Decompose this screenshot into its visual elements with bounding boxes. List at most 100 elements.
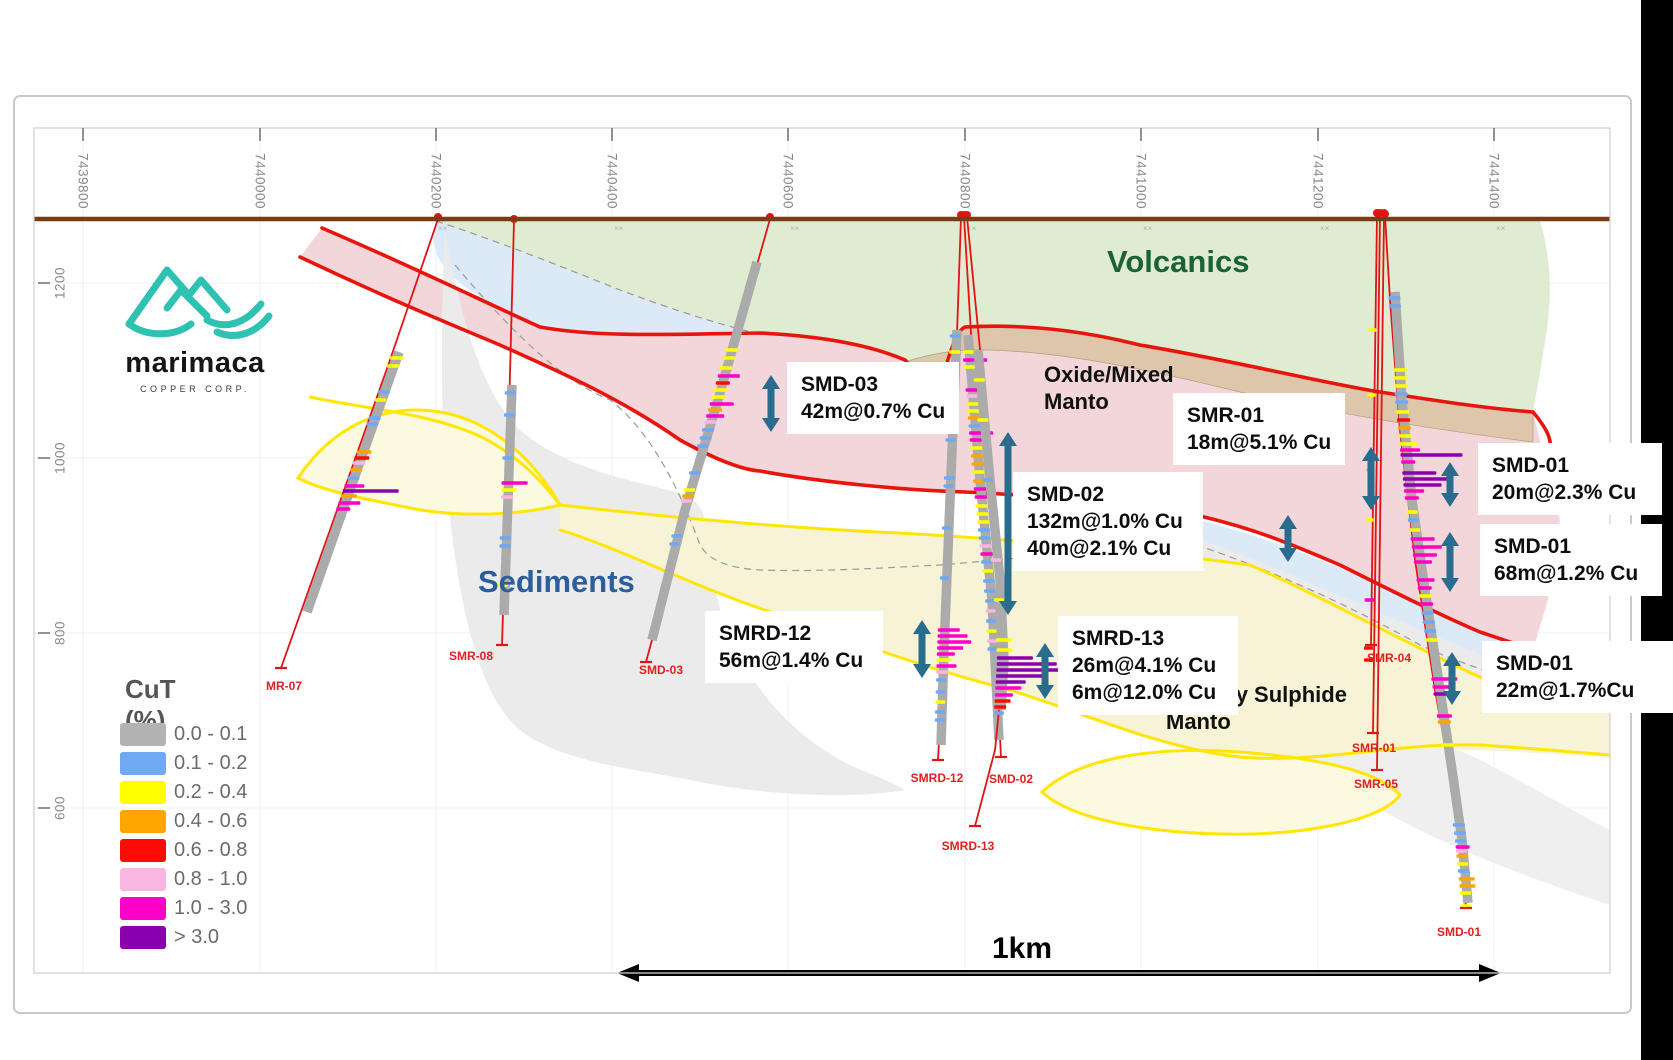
intercept-bar xyxy=(935,700,946,704)
drillhole-label-smr-04: SMR-04 xyxy=(1366,651,1412,665)
drillhole-label-smd-03: SMD-03 xyxy=(638,663,684,677)
drill-stick xyxy=(963,334,1004,741)
region-label-volcanics: Volcanics xyxy=(1107,243,1249,281)
intercept-bar xyxy=(1455,845,1470,849)
legend-swatch xyxy=(120,752,166,775)
intercept-bar xyxy=(995,680,1026,684)
y-tick-label: 800 xyxy=(52,620,68,646)
y-tick-label: 600 xyxy=(52,795,68,821)
intercept-bar xyxy=(682,494,695,498)
intercept-bar xyxy=(499,536,511,540)
x-tick-label: 7440600 xyxy=(780,152,796,210)
intercept-bar xyxy=(1397,418,1410,422)
drillhole-smrd-13 xyxy=(963,211,1067,828)
region-label-line: Oxide/Mixed xyxy=(1044,362,1174,387)
annotation-line: 40m@2.1% Cu xyxy=(1027,537,1172,560)
intercept-arrow-icon xyxy=(1443,652,1461,705)
intercept-bar xyxy=(982,569,994,573)
intercept-bar xyxy=(717,374,740,378)
intercept-bar xyxy=(984,589,996,593)
intercept-bar xyxy=(996,638,1012,642)
drillhole-label-smr-01: SMR-01 xyxy=(1351,741,1397,755)
region-label-line: Sediments xyxy=(478,564,635,599)
intercept-bar xyxy=(1457,869,1469,873)
mountain-wave-logo-icon xyxy=(125,266,273,339)
intercept-bar xyxy=(387,364,400,368)
intercept-bar xyxy=(994,598,1004,602)
intercept-bar xyxy=(336,507,351,511)
drillhole-label-smd-02: SMD-02 xyxy=(988,772,1034,786)
intercept-bar xyxy=(1413,560,1432,564)
intercept-bar xyxy=(986,619,997,623)
intercept-bar xyxy=(977,418,989,422)
red-boundary-lower xyxy=(298,255,1535,652)
x-tick-label: 7440200 xyxy=(428,152,444,210)
legend-range-label: 0.4 - 0.6 xyxy=(174,810,248,832)
intercept-bar xyxy=(704,420,717,424)
legend-swatch xyxy=(120,897,166,920)
surface-hatch: ×× xyxy=(614,224,624,233)
intercept-bar xyxy=(943,476,955,480)
intercept-bar xyxy=(1394,392,1408,396)
annotation-line: 56m@1.4% Cu xyxy=(719,649,864,672)
intercept-bar xyxy=(963,365,977,369)
intercept-bar xyxy=(1416,578,1435,582)
annotation-line: SMD-01 xyxy=(1496,652,1574,675)
region-label-line: Volcanics xyxy=(1107,244,1250,279)
x-tick-label: 7440000 xyxy=(252,152,268,210)
intercept-bar xyxy=(504,391,516,395)
intercept-bar xyxy=(973,378,985,382)
plot-clip-group: ×××××××××××××× xyxy=(34,128,1610,973)
intercept-bar xyxy=(501,481,528,485)
intercept-bar xyxy=(1397,426,1411,430)
annotation-line: SMRD-13 xyxy=(1072,627,1165,650)
intercept-arrow-icon xyxy=(1036,643,1054,699)
intercept-bar xyxy=(936,670,949,674)
intercept-bar xyxy=(713,388,727,392)
intercept-bar xyxy=(1367,393,1376,397)
intercept-bar xyxy=(936,658,951,662)
intercept-bar xyxy=(503,413,515,417)
drillhole-label-smr-08: SMR-08 xyxy=(448,649,494,663)
intercept-arrow-icon xyxy=(913,620,931,678)
annotation-line: 6m@12.0% Cu xyxy=(1072,681,1217,704)
intercept-bar xyxy=(983,579,995,583)
intercept-bar xyxy=(1396,410,1410,414)
intercept-bar xyxy=(1409,528,1421,532)
intercept-bar xyxy=(1399,442,1418,446)
intercept-arrow-icon xyxy=(1279,515,1297,562)
intercept-bar xyxy=(975,504,989,508)
surface-hatch: ×× xyxy=(1143,224,1153,233)
annotation-line: SMR-01 xyxy=(1187,404,1265,427)
intercept-bar xyxy=(941,526,952,530)
intercept-arrow-icon xyxy=(762,375,780,432)
intercept-bar xyxy=(996,648,1013,652)
region-label-line: Manto xyxy=(1044,388,1109,414)
intercept-bar xyxy=(1457,862,1469,866)
legend-range-label: > 3.0 xyxy=(174,926,220,948)
intercept-bar xyxy=(1420,602,1434,606)
drillhole-smr-08 xyxy=(496,215,528,647)
legend-row: 0.0 - 0.1 xyxy=(120,723,340,746)
surface-hatch: ×× xyxy=(967,224,977,233)
intercept-bar xyxy=(1404,489,1425,493)
intercept-bar xyxy=(1460,891,1472,895)
x-tick-label: 7441200 xyxy=(1310,152,1326,210)
intercept-bar xyxy=(498,583,509,587)
intercept-bar xyxy=(1421,611,1434,615)
intercept-bar xyxy=(1364,646,1373,650)
intercept-bar xyxy=(980,552,996,556)
x-tick-label: 7441000 xyxy=(1133,152,1149,210)
intercept-bar xyxy=(1365,518,1374,522)
marimaca-logo: marimaca COPPER CORP. xyxy=(100,248,290,394)
intercept-bar xyxy=(501,488,517,492)
intercept-bar xyxy=(1424,629,1437,633)
intercept-bar xyxy=(684,488,695,492)
intercept-bar xyxy=(706,414,725,418)
intercept-bar xyxy=(1459,884,1476,888)
intercept-bar xyxy=(350,468,363,472)
intercept-bar xyxy=(962,350,976,354)
